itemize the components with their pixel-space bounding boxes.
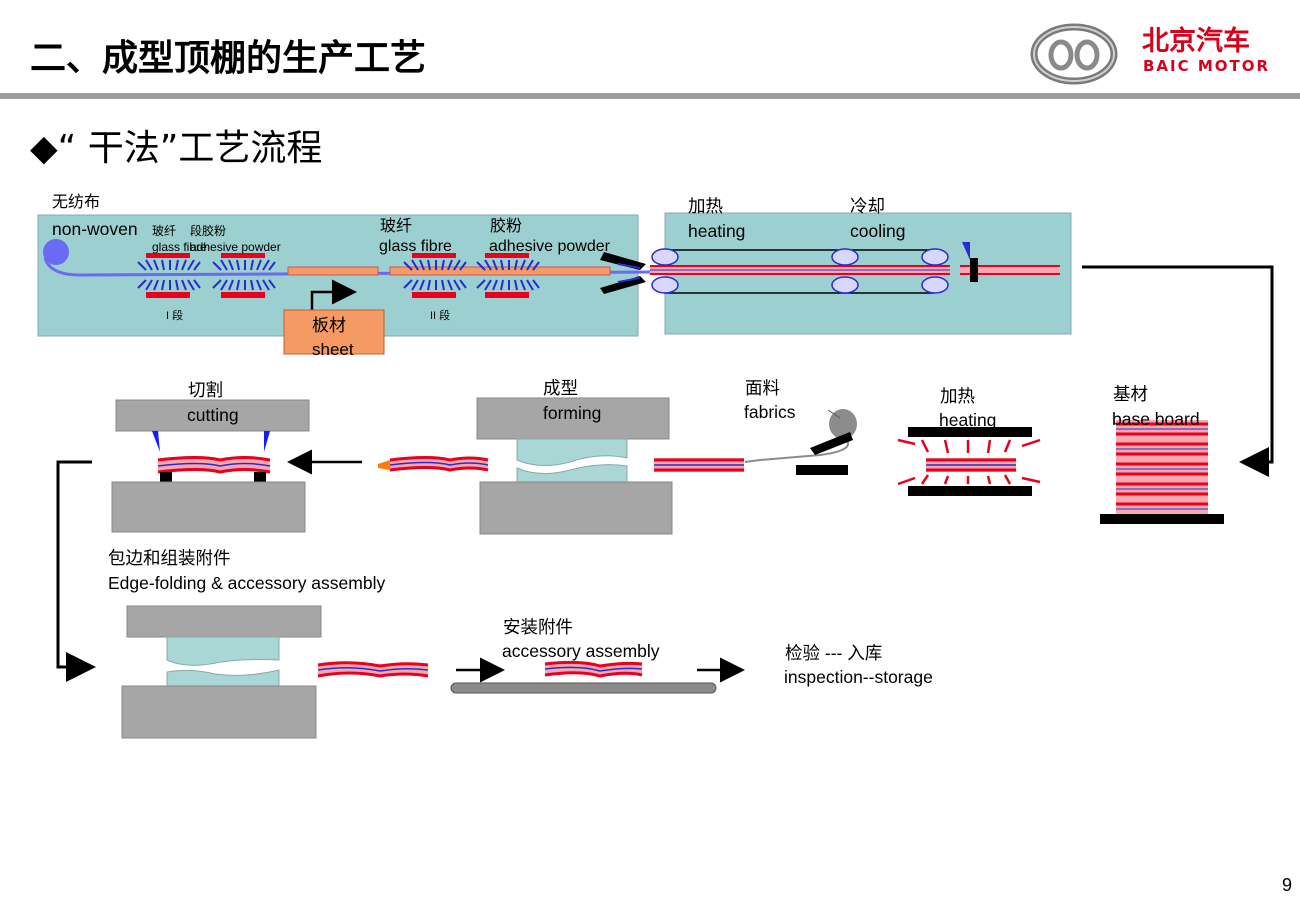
heating2-label-cn: 加热 <box>940 386 975 406</box>
baic-logo: 北京汽车 BAIC MOTOR <box>1030 22 1292 86</box>
base-board-label-cn: 基材 <box>1113 384 1148 404</box>
stage1-glass-en: glass fibre <box>152 240 207 254</box>
edge-folding-label-en: Edge-folding & accessory assembly <box>108 573 386 593</box>
edge-folding-press <box>121 605 322 739</box>
forming-press <box>476 397 673 535</box>
edge-folding-label-cn: 包边和组装附件 <box>108 548 231 568</box>
stage1-adhesive-cn: 段胶粉 <box>190 224 227 238</box>
inspection-label-cn: 检验 --- 入库 <box>785 643 883 663</box>
baic-emblem-icon <box>1030 23 1118 85</box>
header-divider <box>0 93 1300 99</box>
sheet-label-en: sheet <box>312 340 354 359</box>
logo-name-en: BAIC MOTOR <box>1143 57 1271 75</box>
assembly-conveyor <box>450 682 717 694</box>
base-board-label-en: base board <box>1112 409 1200 429</box>
forming-label-en: forming <box>543 403 602 423</box>
heating-press <box>897 427 1041 496</box>
stage2-spreaders <box>403 253 540 298</box>
base-board-stack <box>1100 420 1224 524</box>
inspection-label-en: inspection--storage <box>784 667 933 687</box>
sheet-label-cn: 板材 <box>312 316 346 335</box>
stage1-label: I 段 <box>166 310 184 322</box>
stage1-spreaders <box>137 253 276 298</box>
fabrics-label-cn: 面料 <box>745 378 780 398</box>
heating1-label-en: heating <box>688 221 746 241</box>
heating1-label-cn: 加热 <box>688 196 723 216</box>
stage1-glass-cn: 玻纤 <box>152 224 177 238</box>
cutting-label-cn: 切割 <box>188 380 223 400</box>
heating2-label-en: heating <box>939 410 997 430</box>
forming-label-cn: 成型 <box>543 378 578 398</box>
fabrics-label-en: fabrics <box>744 402 796 422</box>
cooling-label-en: cooling <box>850 221 906 241</box>
stage2-adhesive-cn: 胶粉 <box>490 218 523 235</box>
accessory-label-cn: 安装附件 <box>503 617 573 637</box>
stage2-glass-cn: 玻纤 <box>380 218 413 235</box>
nonwoven-roll <box>43 239 69 265</box>
nonwoven-label-en: non-woven <box>52 219 138 239</box>
heating-cooling-belt <box>650 242 1060 294</box>
page-title: 二、成型顶棚的生产工艺 <box>30 38 427 79</box>
nonwoven-label-cn: 无纺布 <box>52 194 101 211</box>
page-number: 9 <box>1281 875 1292 895</box>
cooling-label-cn: 冷却 <box>850 196 885 216</box>
cutting-label-en: cutting <box>187 405 239 425</box>
stage2-label: II 段 <box>430 310 451 322</box>
fabrics-roll <box>744 409 857 475</box>
stage1-adhesive-en: adhesive powder <box>190 240 281 254</box>
logo-name-cn: 北京汽车 <box>1142 26 1250 57</box>
sheet-box <box>283 309 385 355</box>
stage2-glass-en: glass fibre <box>379 238 452 255</box>
stage2-adhesive-en: adhesive powder <box>489 238 610 255</box>
accessory-label-en: accessory assembly <box>502 641 660 661</box>
section-heading: ◆“ 干法”工艺流程 <box>30 128 323 169</box>
cutting-press <box>111 399 310 533</box>
